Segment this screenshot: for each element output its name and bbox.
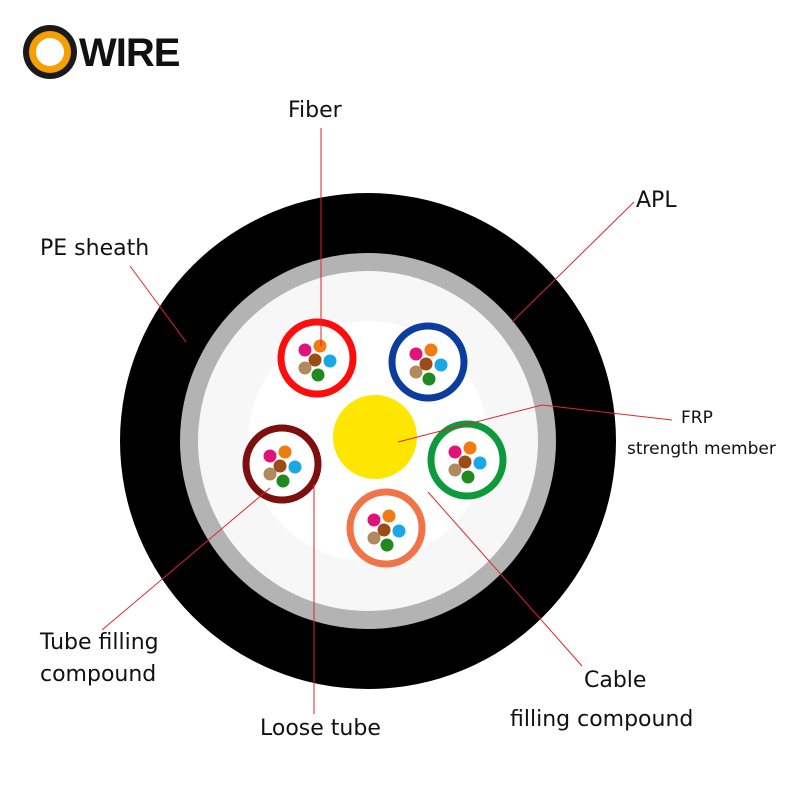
loose-tube-red: [277, 318, 357, 398]
cable-body: [120, 193, 616, 689]
loose-tubes-group: [242, 318, 507, 568]
leader-frp: [397, 404, 673, 443]
label-frp-line1: FRP: [681, 408, 713, 428]
optical-fiber: [458, 455, 472, 469]
optical-fiber: [448, 445, 462, 459]
loose-tube-green: [427, 420, 507, 500]
leader-cable-filling: [427, 491, 583, 667]
optical-fiber: [273, 459, 287, 473]
optical-fiber: [263, 467, 277, 481]
optical-fiber: [298, 361, 312, 375]
optical-fiber: [473, 456, 487, 470]
optical-fiber: [323, 354, 337, 368]
loose-tube-orange: [346, 488, 426, 568]
label-fiber: Fiber: [288, 98, 343, 123]
leader-tube-filling: [101, 487, 271, 631]
leader-apl: [511, 201, 635, 323]
optical-fiber: [367, 531, 381, 545]
optical-fiber: [448, 463, 462, 477]
label-cable-filling-line2: filling compound: [510, 707, 693, 732]
loose-tube-blue: [388, 322, 468, 402]
optical-fiber: [263, 449, 277, 463]
logo-ring-core: [36, 38, 64, 66]
optical-fiber: [367, 513, 381, 527]
leader-lines: [101, 128, 673, 714]
frp-strength-member: [333, 395, 417, 479]
loose-tube-maroon: [242, 424, 322, 504]
labels: Fiber APL PE sheath FRP strength member …: [39, 98, 776, 741]
optical-fiber: [463, 441, 477, 455]
label-apl: APL: [636, 188, 677, 213]
optical-fiber: [311, 368, 325, 382]
optical-fiber: [419, 357, 433, 371]
label-frp-line2: strength member: [627, 439, 776, 459]
leader-pe-sheath: [129, 265, 187, 343]
optical-fiber: [434, 358, 448, 372]
optical-fiber: [424, 343, 438, 357]
logo-wordmark: WIRE: [79, 31, 180, 75]
label-pe-sheath: PE sheath: [40, 236, 149, 261]
optical-fiber: [377, 523, 391, 537]
optical-fiber: [380, 538, 394, 552]
optical-fiber: [422, 372, 436, 386]
optical-fiber: [308, 353, 322, 367]
optical-fiber: [298, 343, 312, 357]
optical-fiber: [313, 339, 327, 353]
label-cable-filling-line1: Cable: [584, 668, 646, 693]
label-loose-tube: Loose tube: [260, 716, 381, 741]
label-tube-filling-line1: Tube filling: [39, 630, 159, 655]
optical-fiber: [276, 474, 290, 488]
optical-fiber: [409, 365, 423, 379]
owire-logo: WIRE: [23, 25, 181, 79]
optical-fiber: [461, 470, 475, 484]
optical-fiber: [278, 445, 292, 459]
optical-fiber: [392, 524, 406, 538]
optical-fiber: [409, 347, 423, 361]
optical-fiber: [382, 509, 396, 523]
label-tube-filling-line2: compound: [40, 662, 156, 687]
optical-fiber: [288, 460, 302, 474]
